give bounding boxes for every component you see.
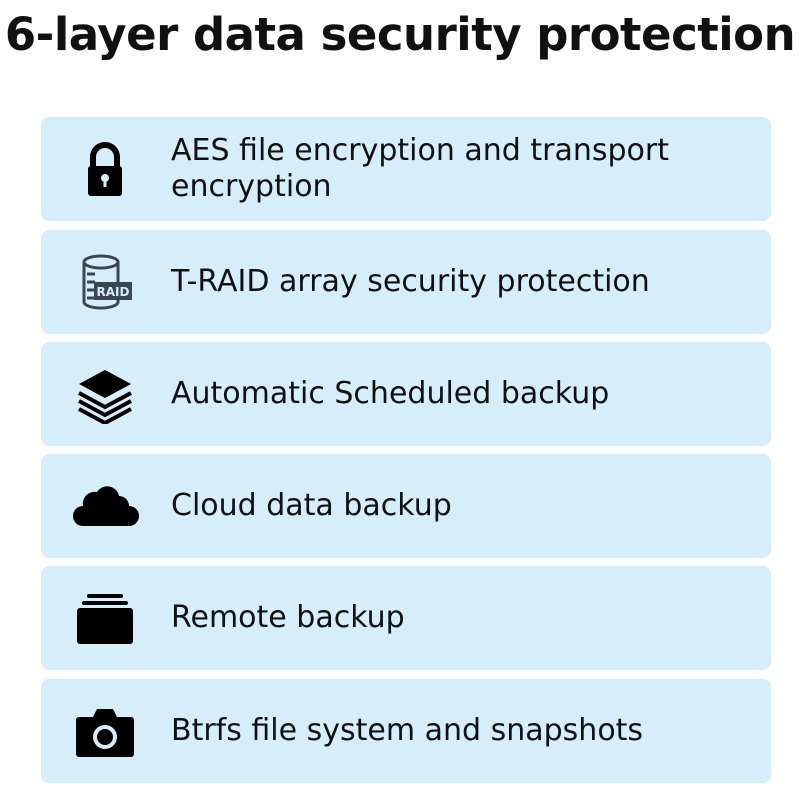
lock-icon <box>71 139 139 199</box>
feature-card-snapshots: Btrfs file system and snapshots <box>41 679 771 783</box>
feature-card-remote-backup: Remote backup <box>41 566 771 670</box>
feature-label: Cloud data backup <box>171 488 452 523</box>
feature-card-scheduled-backup: Automatic Scheduled backup <box>41 342 771 446</box>
feature-card-raid: RAID T-RAID array security protection <box>41 230 771 334</box>
raid-disk-icon: RAID <box>71 252 139 312</box>
feature-label: T-RAID array security protection <box>171 264 650 299</box>
cloud-icon <box>71 476 139 536</box>
raid-badge: RAID <box>97 285 130 299</box>
layers-icon <box>71 364 139 426</box>
feature-label: Remote backup <box>171 600 405 635</box>
page-title: 6-layer data security protection <box>4 8 796 61</box>
feature-label: Automatic Scheduled backup <box>171 376 610 411</box>
feature-card-encryption: AES file encryption and transport encryp… <box>41 117 771 221</box>
camera-icon <box>71 701 139 761</box>
feature-label: Btrfs file system and snapshots <box>171 713 644 748</box>
stacked-folder-icon <box>71 588 139 648</box>
feature-card-cloud-backup: Cloud data backup <box>41 454 771 558</box>
feature-label: AES file encryption and transport encryp… <box>171 133 669 204</box>
